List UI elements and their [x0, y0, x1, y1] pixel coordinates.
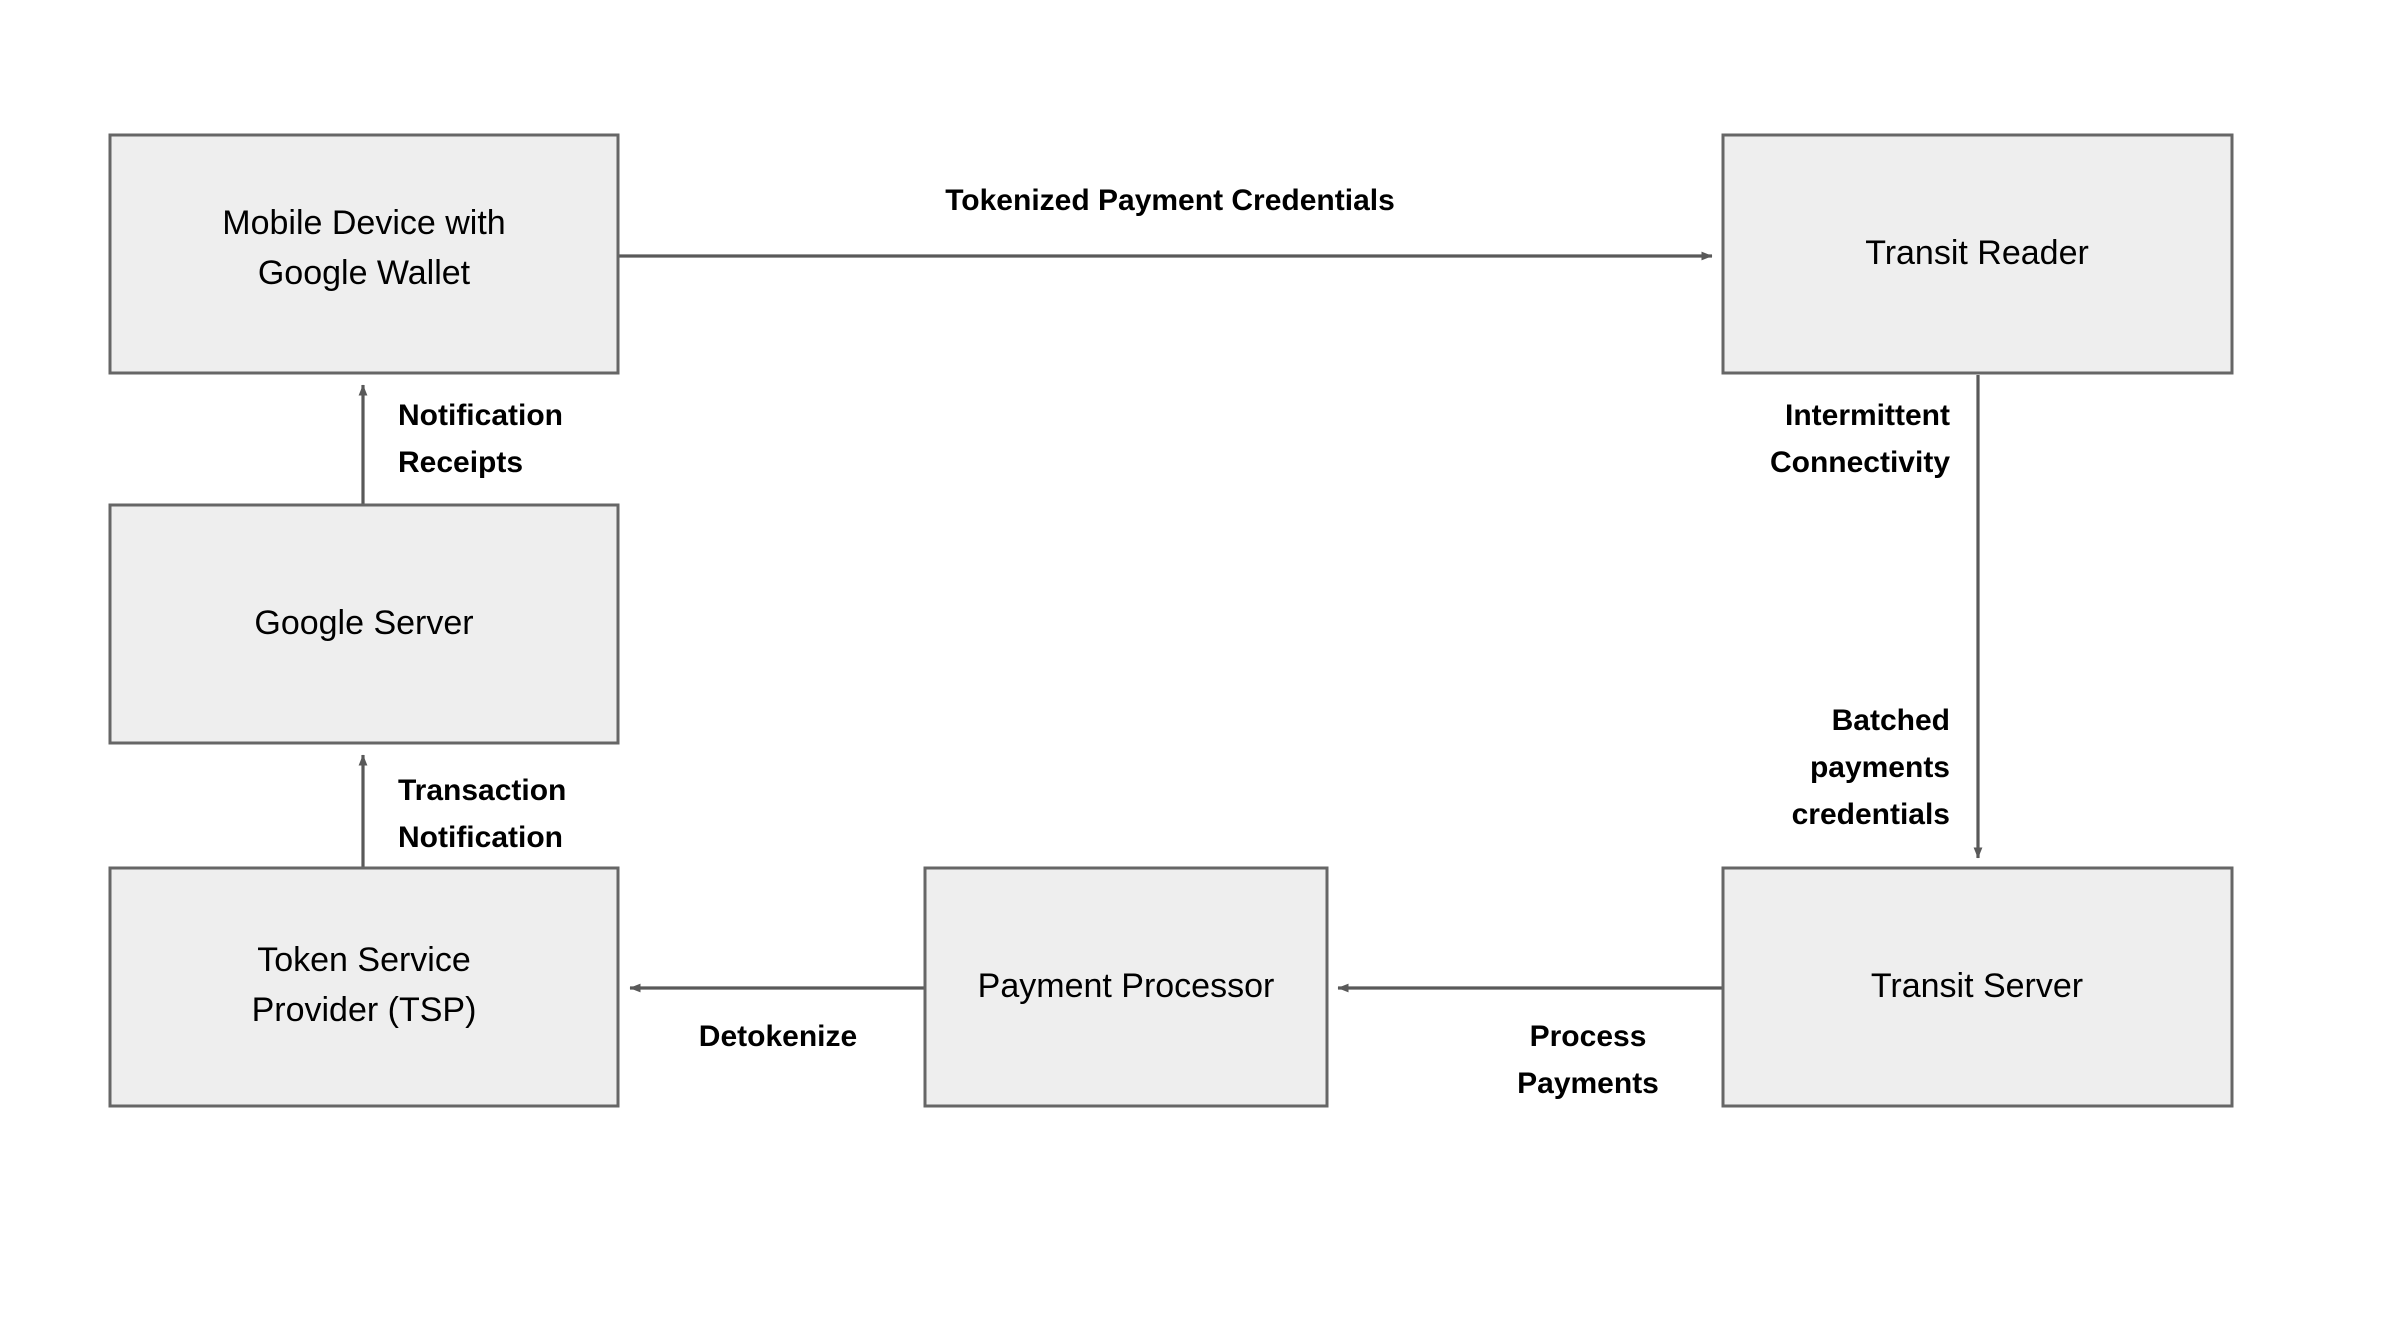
node-label-token-service-provider-line1: Token Service: [257, 941, 471, 979]
node-label-transit-server: Transit Server: [1871, 967, 2083, 1005]
edge-label-transaction-notification-line2: Notification: [398, 821, 563, 854]
node-label-transit-reader: Transit Reader: [1865, 234, 2089, 272]
edge-label-intermittent-connectivity-line1: Intermittent: [1785, 399, 1950, 432]
edge-label-notification-receipts-line2: Receipts: [398, 446, 523, 479]
edge-label-batched-payments-credentials-line1: Batched: [1832, 704, 1950, 737]
edge-transaction-notification: Transaction Notification: [358, 754, 566, 868]
edge-label-tokenized-payment-credentials: Tokenized Payment Credentials: [945, 184, 1395, 217]
node-label-token-service-provider-line2: Provider (TSP): [252, 991, 477, 1029]
edge-label-notification-receipts-line1: Notification: [398, 399, 563, 432]
edge-notification-receipts: Notification Receipts: [358, 384, 563, 505]
node-label-payment-processor: Payment Processor: [978, 967, 1275, 1005]
node-label-mobile-device-line1: Mobile Device with: [222, 204, 505, 242]
node-rect-mobile-device[interactable]: [108, 133, 620, 375]
node-rect-payment-processor[interactable]: [923, 866, 1329, 1108]
node-rect-google-server[interactable]: [108, 503, 620, 745]
edge-label-detokenize: Detokenize: [699, 1020, 857, 1053]
node-rect-transit-reader[interactable]: [1721, 133, 2234, 375]
edge-detokenize: Detokenize: [629, 983, 925, 1053]
edge-label-process-payments-line1: Process: [1530, 1020, 1647, 1053]
node-mobile-device[interactable]: Mobile Device with Google Wallet: [108, 133, 620, 375]
edge-tokenized-payment-credentials: Tokenized Payment Credentials: [602, 184, 1713, 261]
edge-process-payments: Process Payments: [1337, 983, 1723, 1100]
edge-label-transaction-notification-line1: Transaction: [398, 774, 566, 807]
node-token-service-provider[interactable]: Token Service Provider (TSP): [108, 866, 620, 1108]
node-rect-transit-server[interactable]: [1721, 866, 2234, 1108]
edge-label-intermittent-connectivity-line2: Connectivity: [1770, 446, 1950, 479]
edge-label-process-payments-line2: Payments: [1517, 1067, 1659, 1100]
edge-transit-reader-to-transit-server: Intermittent Connectivity Batched paymen…: [1770, 375, 1983, 859]
node-label-google-server: Google Server: [254, 604, 473, 642]
node-transit-server[interactable]: Transit Server: [1721, 866, 2234, 1108]
edge-label-batched-payments-credentials-line2: payments: [1810, 751, 1950, 784]
node-label-mobile-device-line2: Google Wallet: [258, 254, 471, 292]
edge-label-batched-payments-credentials-line3: credentials: [1792, 798, 1950, 831]
node-payment-processor[interactable]: Payment Processor: [923, 866, 1329, 1108]
node-google-server[interactable]: Google Server: [108, 503, 620, 745]
node-transit-reader[interactable]: Transit Reader: [1721, 133, 2234, 375]
node-rect-token-service-provider[interactable]: [108, 866, 620, 1108]
